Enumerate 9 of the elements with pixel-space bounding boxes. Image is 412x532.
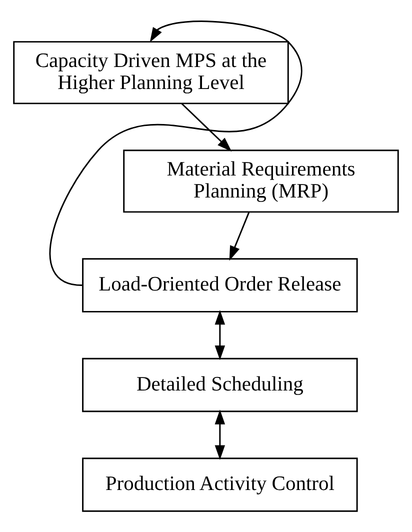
node-box: Capacity Driven MPS at the Higher Planning Level — [13, 41, 289, 104]
arrow — [181, 102, 232, 152]
node-box: Load-Oriented Order Release — [82, 258, 358, 312]
node-box: Material Requirements Planning (MRP) — [123, 150, 399, 213]
arrow — [229, 212, 250, 261]
arrow — [214, 310, 226, 360]
node-box: Production Activity Control — [82, 458, 358, 512]
node-box: Detailed Scheduling — [82, 358, 358, 412]
arrow — [214, 410, 226, 460]
